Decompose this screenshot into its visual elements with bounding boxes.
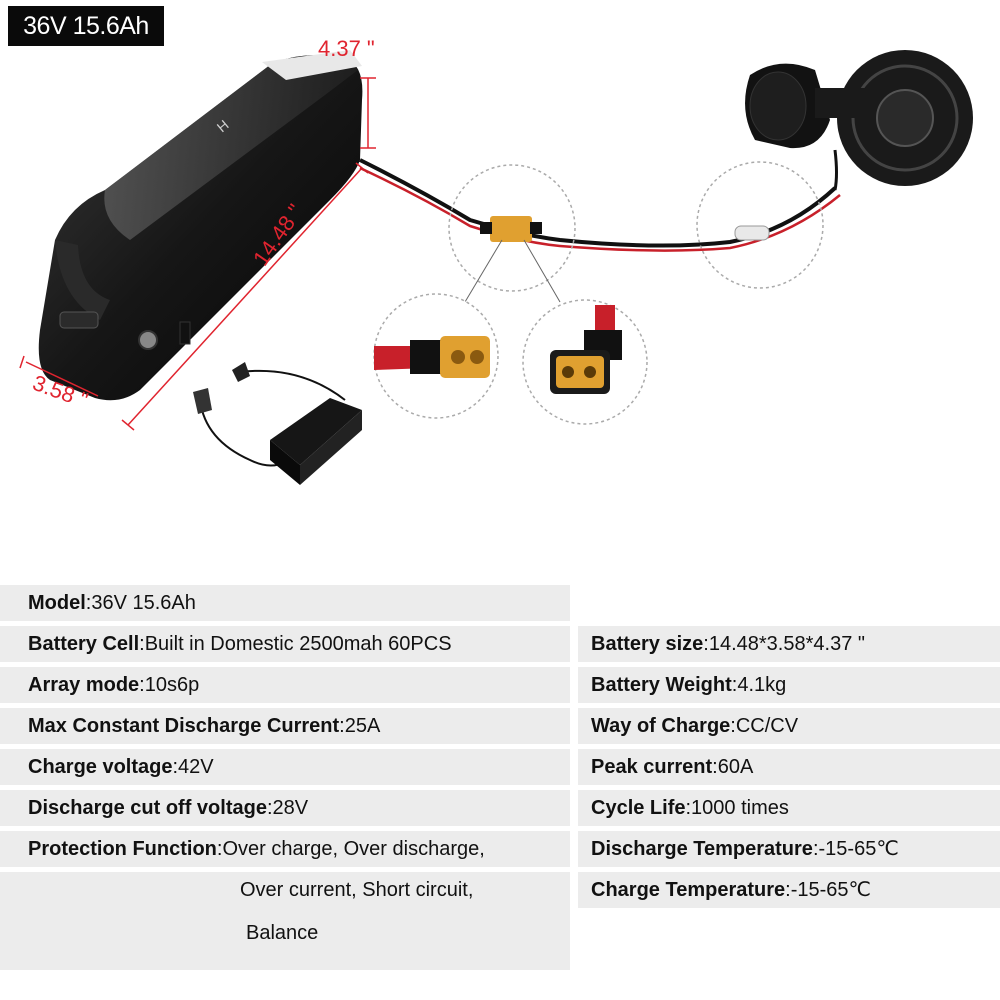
spec-label: Battery size bbox=[591, 633, 704, 655]
spec-value: 4.1kg bbox=[737, 674, 787, 696]
spec-value: Over charge, Over discharge, bbox=[222, 838, 485, 860]
battery-pack: H bbox=[38, 50, 363, 401]
male-xt60-connector bbox=[522, 299, 648, 425]
specifications-table: Model:36V 15.6Ah Battery Cell:Built in D… bbox=[0, 580, 1000, 970]
width-dimension-label: 4.37 " bbox=[318, 36, 375, 61]
spec-row-model: Model:36V 15.6Ah bbox=[0, 585, 570, 621]
spec-label: Array mode bbox=[28, 674, 140, 696]
spec-label: Way of Charge bbox=[591, 715, 731, 737]
connector-zoom-circle bbox=[448, 164, 576, 292]
spec-row-charge-voltage: Charge voltage:42V bbox=[0, 749, 570, 785]
spec-row-charge-temperature: Charge Temperature:-15-65℃ bbox=[578, 872, 1000, 908]
spec-label: Charge voltage bbox=[28, 756, 173, 778]
spec-value: -15-65℃ bbox=[818, 838, 899, 860]
product-badge: 36V 15.6Ah bbox=[8, 6, 164, 46]
motor-plug-zoom-circle bbox=[696, 161, 824, 289]
spec-row-peak-current: Peak current:60A bbox=[578, 749, 1000, 785]
spec-row-discharge-temperature: Discharge Temperature:-15-65℃ bbox=[578, 831, 1000, 867]
spec-value: 36V 15.6Ah bbox=[91, 592, 196, 614]
spec-row-max-discharge-current: Max Constant Discharge Current:25A bbox=[0, 708, 570, 744]
spec-label: Peak current bbox=[591, 756, 713, 778]
spec-label: Charge Temperature bbox=[591, 879, 786, 901]
spec-value: 25A bbox=[344, 715, 381, 737]
spec-row-way-of-charge: Way of Charge:CC/CV bbox=[578, 708, 1000, 744]
spec-label: Cycle Life bbox=[591, 797, 686, 819]
spec-label: Discharge Temperature bbox=[591, 838, 813, 860]
protection-line-3: Balance bbox=[246, 922, 319, 944]
charger bbox=[193, 362, 362, 485]
spec-label: Max Constant Discharge Current bbox=[28, 715, 340, 737]
spec-row-battery-cell: Battery Cell:Built in Domestic 2500mah 6… bbox=[0, 626, 570, 662]
product-illustration: H bbox=[19, 50, 973, 485]
spec-label: Battery Weight bbox=[591, 674, 732, 696]
spec-label: Discharge cut off voltage bbox=[28, 797, 267, 819]
spec-value: 1000 times bbox=[691, 797, 789, 819]
female-xt60-connector bbox=[373, 293, 499, 419]
spec-label: Model bbox=[28, 592, 86, 614]
protection-line-2: Over current, Short circuit, bbox=[240, 879, 474, 901]
spec-value: Built in Domestic 2500mah 60PCS bbox=[144, 633, 452, 655]
spec-value: 60A bbox=[717, 756, 754, 778]
spec-value: -15-65℃ bbox=[790, 879, 871, 901]
spec-value: 28V bbox=[272, 797, 309, 819]
spec-value: 42V bbox=[178, 756, 214, 778]
spec-row-battery-size: Battery size:14.48*3.58*4.37 " bbox=[578, 626, 1000, 662]
spec-label: Protection Function bbox=[28, 838, 217, 860]
spec-value: 14.48*3.58*4.37 " bbox=[708, 633, 865, 655]
spec-label: Battery Cell bbox=[28, 633, 140, 655]
spec-row-protection-function: Protection Function:Over charge, Over di… bbox=[0, 831, 570, 867]
spec-row-cutoff-voltage: Discharge cut off voltage:28V bbox=[0, 790, 570, 826]
spec-row-cycle-life: Cycle Life:1000 times bbox=[578, 790, 1000, 826]
spec-value: CC/CV bbox=[735, 715, 799, 737]
spec-row-battery-weight: Battery Weight:4.1kg bbox=[578, 667, 1000, 703]
mid-drive-motor bbox=[745, 50, 973, 191]
spec-row-array-mode: Array mode:10s6p bbox=[0, 667, 570, 703]
spec-value: 10s6p bbox=[144, 674, 200, 696]
spec-row-protection-continuation bbox=[0, 872, 570, 970]
